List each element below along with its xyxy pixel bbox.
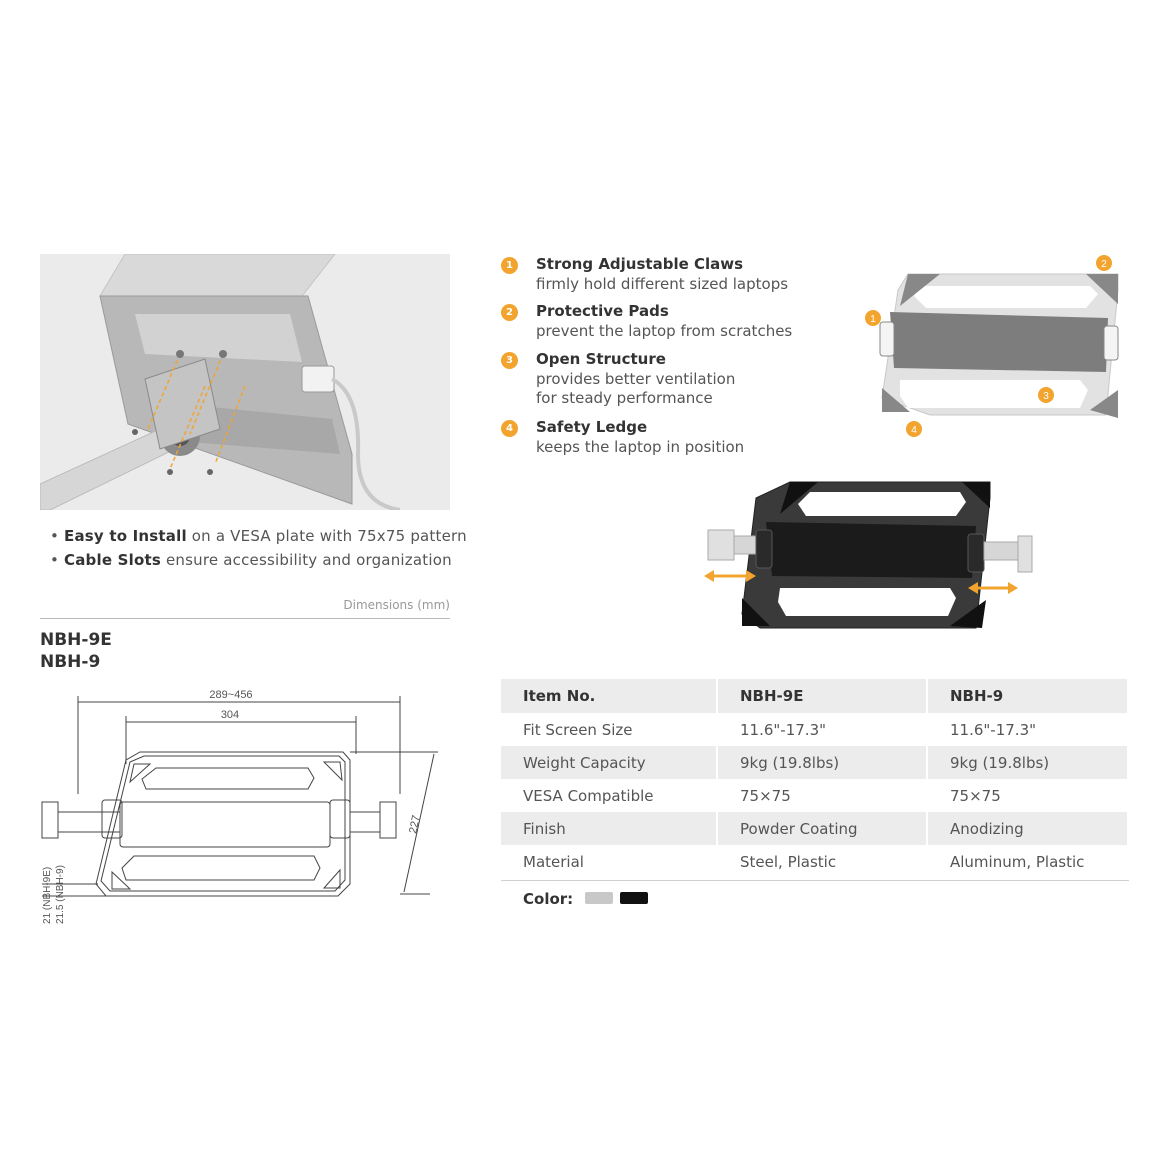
- callout-3: 3: [1043, 391, 1049, 402]
- table-row: Finish Powder Coating Anodizing: [501, 812, 1129, 845]
- dim-width-range: 289~456: [209, 689, 252, 701]
- table-row: Material Steel, Plastic Aluminum, Plasti…: [501, 845, 1129, 878]
- feature-number-2: 2: [501, 304, 518, 321]
- dimension-drawing: 289~456 304 227 21 (NBH-9E) 21.5 (NBH-9): [41, 689, 438, 924]
- callout-1: 1: [870, 314, 876, 325]
- feature-desc-2: prevent the laptop from scratches: [536, 322, 793, 340]
- dim-thickness-nbh-9: 21.5 (NBH-9): [55, 865, 66, 924]
- table-cell: Steel, Plastic: [717, 845, 928, 878]
- black-tray-image: [704, 481, 1033, 629]
- table-header-cell: NBH-9: [927, 679, 1129, 713]
- feature-desc-3b: for steady performance: [536, 389, 713, 407]
- spec-table: Item No. NBH-9E NBH-9 Fit Screen Size 11…: [501, 679, 1129, 878]
- table-cell: Weight Capacity: [501, 746, 718, 779]
- table-cell: 9kg (19.8lbs): [717, 746, 928, 779]
- dim-thickness-nbh-9e: 21 (NBH-9E): [42, 867, 53, 924]
- feature-desc-4: keeps the laptop in position: [536, 438, 745, 456]
- install-bullet-1: • Easy to Install on a VESA plate with 7…: [50, 527, 467, 545]
- table-row: Weight Capacity 9kg (19.8lbs) 9kg (19.8l…: [501, 746, 1129, 779]
- color-label: Color:: [523, 890, 574, 908]
- table-header-row: Item No. NBH-9E NBH-9: [501, 679, 1129, 713]
- model-name-nbh-9e: NBH-9E: [40, 630, 112, 650]
- feature-number-4: 4: [501, 420, 518, 437]
- dim-depth: 227: [407, 814, 423, 834]
- feature-desc-1: firmly hold different sized laptops: [536, 275, 789, 293]
- feature-title-3: Open Structure: [536, 350, 666, 368]
- install-illustration: [40, 254, 450, 510]
- callout-2: 2: [1101, 259, 1107, 270]
- dim-line-depth: [403, 753, 435, 893]
- feature-title-4: Safety Ledge: [536, 418, 648, 436]
- feature-number-1: 1: [501, 257, 518, 274]
- table-cell: VESA Compatible: [501, 779, 718, 812]
- table-row: VESA Compatible 75×75 75×75: [501, 779, 1129, 812]
- table-cell: 11.6"-17.3": [717, 713, 928, 746]
- install-bullet-2: • Cable Slots ensure accessibility and o…: [50, 551, 452, 569]
- feature-number-3: 3: [501, 352, 518, 369]
- table-header-cell: NBH-9E: [717, 679, 928, 713]
- callout-4: 4: [911, 425, 917, 436]
- color-swatch-silver: [585, 892, 613, 904]
- table-row: Fit Screen Size 11.6"-17.3" 11.6"-17.3": [501, 713, 1129, 746]
- model-name-nbh-9: NBH-9: [40, 652, 101, 672]
- table-cell: Material: [501, 845, 718, 878]
- divider: [501, 880, 1129, 881]
- feature-title-1: Strong Adjustable Claws: [536, 255, 744, 273]
- dimensions-label: Dimensions (mm): [343, 598, 450, 612]
- table-cell: Finish: [501, 812, 718, 845]
- table-cell: 75×75: [927, 779, 1129, 812]
- install-photo: [40, 254, 450, 510]
- dim-width-inner: 304: [221, 709, 239, 721]
- table-cell: 11.6"-17.3": [927, 713, 1129, 746]
- table-cell: 75×75: [717, 779, 928, 812]
- silver-tray-image: 2 1 3 4: [865, 255, 1119, 437]
- table-cell: 9kg (19.8lbs): [927, 746, 1129, 779]
- feature-desc-3a: provides better ventilation: [536, 370, 736, 388]
- feature-title-2: Protective Pads: [536, 302, 669, 320]
- color-swatch-black: [620, 892, 648, 904]
- table-cell: Anodizing: [927, 812, 1129, 845]
- divider: [40, 618, 450, 619]
- table-cell: Aluminum, Plastic: [927, 845, 1129, 878]
- table-cell: Fit Screen Size: [501, 713, 718, 746]
- table-header-cell: Item No.: [501, 679, 718, 713]
- table-cell: Powder Coating: [717, 812, 928, 845]
